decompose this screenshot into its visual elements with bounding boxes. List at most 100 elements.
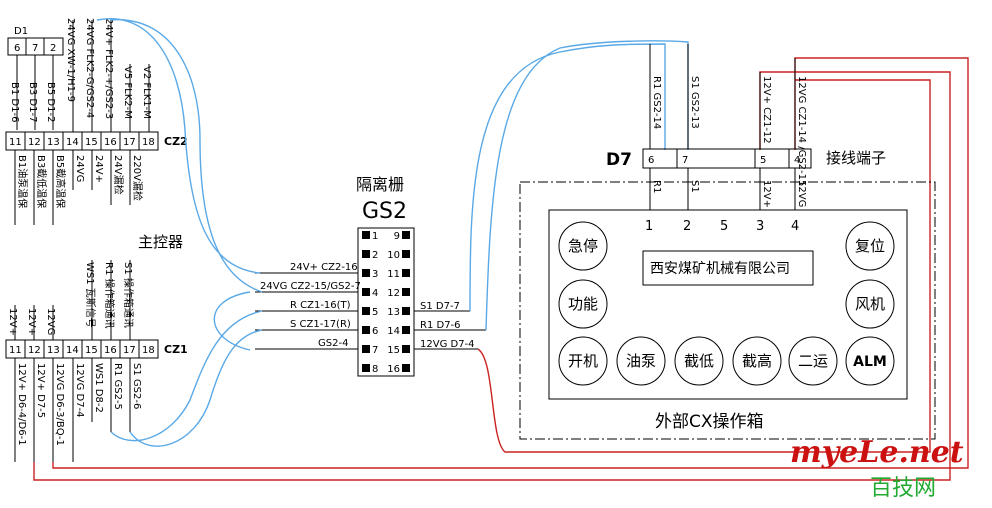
d7-subtitle: 接线端子 (826, 149, 886, 167)
d7-bottom-label: 12VG (796, 180, 807, 207)
cz2-pin: 12 (28, 137, 41, 148)
cx-terminal: 1 (645, 219, 653, 234)
cz1-bottom-label: 12V+ D7-5 (35, 363, 46, 418)
gs2-pin-marker (402, 326, 410, 334)
cx-button-3[interactable] (845, 221, 895, 271)
cz2-bottom-label: 24V漏检 (112, 155, 125, 195)
gs2-right-pin: 10 (387, 250, 400, 261)
gs2-pin-marker (362, 288, 370, 296)
cz1-bottom-label: 12VG D6-3/BQ-1 (54, 363, 65, 446)
gs2-left-wire-label: 24VG CZ2-15/GS2-7 (260, 281, 361, 292)
cx-terminal: 3 (756, 219, 764, 234)
d7-bottom-label: S1 (689, 180, 700, 193)
gs2-right-pin: 11 (387, 269, 400, 280)
cx-button-label: 二运 (798, 352, 828, 370)
gs2-right-wire-label: R1 D7-6 (420, 320, 461, 331)
cx-button-1[interactable] (558, 221, 608, 271)
d7-bottom-label: 12V+ (761, 180, 772, 208)
cz2-bottom-label: 24VG (74, 155, 85, 182)
cz1-top-label: R1 操作箱通讯 (103, 262, 116, 329)
gs2-pin-marker (402, 288, 410, 296)
cz2-pin: 11 (9, 137, 22, 148)
cz2-pin: 17 (123, 137, 136, 148)
gs2-left-pin: 5 (372, 307, 378, 318)
cz2-pin: 18 (142, 137, 155, 148)
d7-top-label: R1 GS2-14 (651, 76, 662, 129)
gs2-pin-marker (402, 231, 410, 239)
d7-title: D7 (606, 150, 632, 170)
blue-wires (96, 18, 689, 447)
cz2-top-label: 24V+ FLK2-+/GS2-3 (103, 18, 114, 119)
d1-wire-label: B3 D1-7 (27, 82, 38, 122)
cx-button-9[interactable] (788, 336, 838, 386)
cx-button-label: 功能 (568, 295, 598, 313)
cx-button-2[interactable] (558, 279, 608, 329)
d7-pin: 5 (760, 155, 766, 166)
cz1-pin: 16 (104, 345, 117, 356)
cz1-top-label: WS1 瓦斯信号 (84, 262, 97, 328)
cz2-title: CZ2 (164, 135, 188, 148)
cz1-top-label: 12V+ (7, 308, 18, 336)
gs2-right-pin: 16 (387, 364, 400, 375)
gs2-pin-marker (402, 345, 410, 353)
cx-button-7[interactable] (674, 336, 724, 386)
d7-pin: 6 (648, 155, 654, 166)
cz2-bottom-label: B1油泵温保 (16, 155, 29, 208)
gs2-left-wire-label: GS2-4 (318, 338, 348, 349)
cz1-top-label: S1 操作箱通讯 (122, 262, 135, 328)
cx-button-6[interactable] (616, 336, 666, 386)
cz2-top-label: V5 FLK2-M (122, 66, 133, 119)
cz2-top-label: 24VG FLK2-G/GS2-4 (84, 18, 95, 118)
gs2-title: GS2 (362, 199, 407, 224)
cx-terminal: 4 (791, 219, 799, 234)
cz1-pin: 12 (28, 345, 41, 356)
cz2-pin: 16 (104, 137, 117, 148)
cz1-pin: 17 (123, 345, 136, 356)
watermark-text: myeLe.net (790, 435, 964, 470)
gs2-left-wire-label: R CZ1-16(T) (290, 300, 351, 311)
d1-wire-label: B1 D1-6 (9, 82, 20, 122)
cx-operator-box: 外部CX操作箱 1 2 5 3 4 西安煤矿机械有限公司 急停功能复位风机开机油… (519, 181, 936, 440)
d7-top-label: S1 GS2-13 (689, 76, 700, 129)
d7-pin: 7 (682, 155, 688, 166)
gs2-pin-marker (362, 231, 370, 239)
cz2-pin: 13 (47, 137, 60, 148)
cx-button-10[interactable] (845, 336, 895, 386)
cz1-pin: 11 (9, 345, 22, 356)
cz2-top-label: V2 FLK1-M (141, 66, 152, 119)
gs2-pin-marker (402, 269, 410, 277)
cz1-top-label: 12V+ (26, 308, 37, 336)
d1-connector: D1 6 7 2 B1 D1-6 B3 D1-7 B5 D1-2 (7, 26, 64, 130)
cz1-connector: 11 12 13 14 15 16 17 18 CZ1 12V+ 12V+ 12… (5, 260, 188, 462)
gs2-right-pin: 15 (387, 345, 400, 356)
d7-top-label: 12VG CZ1-14 /GS2-15 (796, 76, 807, 186)
cz2-top-label: 24VG XW-1/H1-9 (65, 18, 76, 102)
cx-button-5[interactable] (558, 336, 608, 386)
cx-terminal: 5 (720, 219, 728, 234)
cz1-pin: 14 (66, 345, 79, 356)
d1-title: D1 (14, 26, 28, 37)
gs2-pin-marker (402, 250, 410, 258)
company-label: 西安煤矿机械有限公司 (650, 261, 790, 277)
gs2-left-pin: 3 (372, 269, 378, 280)
gs2-right-pin: 13 (387, 307, 400, 318)
cx-button-label: 截低 (684, 352, 714, 370)
cz2-pin: 15 (85, 137, 98, 148)
red-wires (33, 57, 969, 481)
gs2-right-wire-label: 12VG D7-4 (420, 339, 475, 350)
gs2-right-pin: 9 (394, 231, 400, 242)
cz1-bottom-label: 12VG D7-4 (74, 363, 85, 418)
cx-button-4[interactable] (845, 279, 895, 329)
cz1-pin: 18 (142, 345, 155, 356)
gs2-left-pin: 6 (372, 326, 378, 337)
gs2-left-wires: 24V+ CZ2-16 24VG CZ2-15/GS2-7 R CZ1-16(T… (255, 262, 361, 350)
gs2-left-wire-label: S CZ1-17(R) (290, 319, 351, 330)
d7-terminal: D7 接线端子 6 7 5 4 R1 GS2-14 S1 GS2-13 12V+… (606, 44, 886, 210)
gs2-left-pin: 7 (372, 345, 378, 356)
cx-button-label: 油泵 (626, 352, 656, 370)
gs2-pin-marker (402, 364, 410, 372)
cx-button-label: 复位 (855, 237, 885, 255)
cx-button-8[interactable] (732, 336, 782, 386)
gs2-pin-marker (362, 250, 370, 258)
